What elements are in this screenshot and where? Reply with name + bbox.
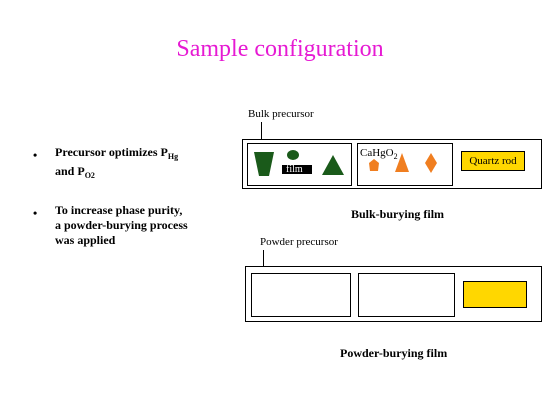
powder-burying-caption: Powder-burying film bbox=[340, 346, 448, 360]
bullet-2-line-1: To increase phase purity, bbox=[55, 203, 183, 217]
slide-title: Sample configuration bbox=[176, 36, 384, 62]
powder-precursor-box bbox=[251, 273, 351, 317]
quartz-rod-label: Quartz rod bbox=[469, 155, 517, 167]
powder-precursor-label: Powder precursor bbox=[260, 236, 338, 248]
bullet-2-line-3: was applied bbox=[55, 233, 116, 247]
bulk-precursor-leader bbox=[261, 122, 262, 153]
powder-quartz-rod bbox=[463, 281, 527, 308]
bullet-marker: • bbox=[33, 206, 38, 220]
powder-compound-box bbox=[358, 273, 455, 317]
compound-pentagon bbox=[369, 159, 379, 171]
quartz-rod: Quartz rod bbox=[461, 151, 525, 171]
bulk-film-bar bbox=[282, 165, 312, 174]
bulk-burying-caption: Bulk-burying film bbox=[351, 207, 445, 221]
bullet-text-1: Precursor optimizes PHg and PO2 bbox=[55, 145, 225, 183]
bullet-marker: • bbox=[33, 148, 38, 162]
bulk-precursor-label: Bulk precursor bbox=[248, 108, 314, 120]
compound-label: CaHgO2 bbox=[360, 147, 398, 161]
compound-triangle bbox=[395, 153, 409, 172]
bullet-1-sub-hg: Hg bbox=[167, 152, 179, 161]
compound-diamond bbox=[425, 153, 437, 173]
bullet-1-line-2: and P bbox=[55, 164, 85, 178]
bulk-triangle-piece bbox=[322, 155, 344, 175]
bulk-trapezoid-piece bbox=[254, 152, 274, 176]
bullet-2-line-2: a powder-burying process bbox=[55, 218, 188, 232]
bullet-text-2: To increase phase purity, a powder-buryi… bbox=[55, 203, 230, 248]
bullet-1-sub-o2: O2 bbox=[84, 171, 95, 180]
bullet-1-line-1: Precursor optimizes P bbox=[55, 145, 168, 159]
bulk-oval-piece bbox=[287, 150, 299, 160]
film-label: film bbox=[286, 164, 303, 175]
